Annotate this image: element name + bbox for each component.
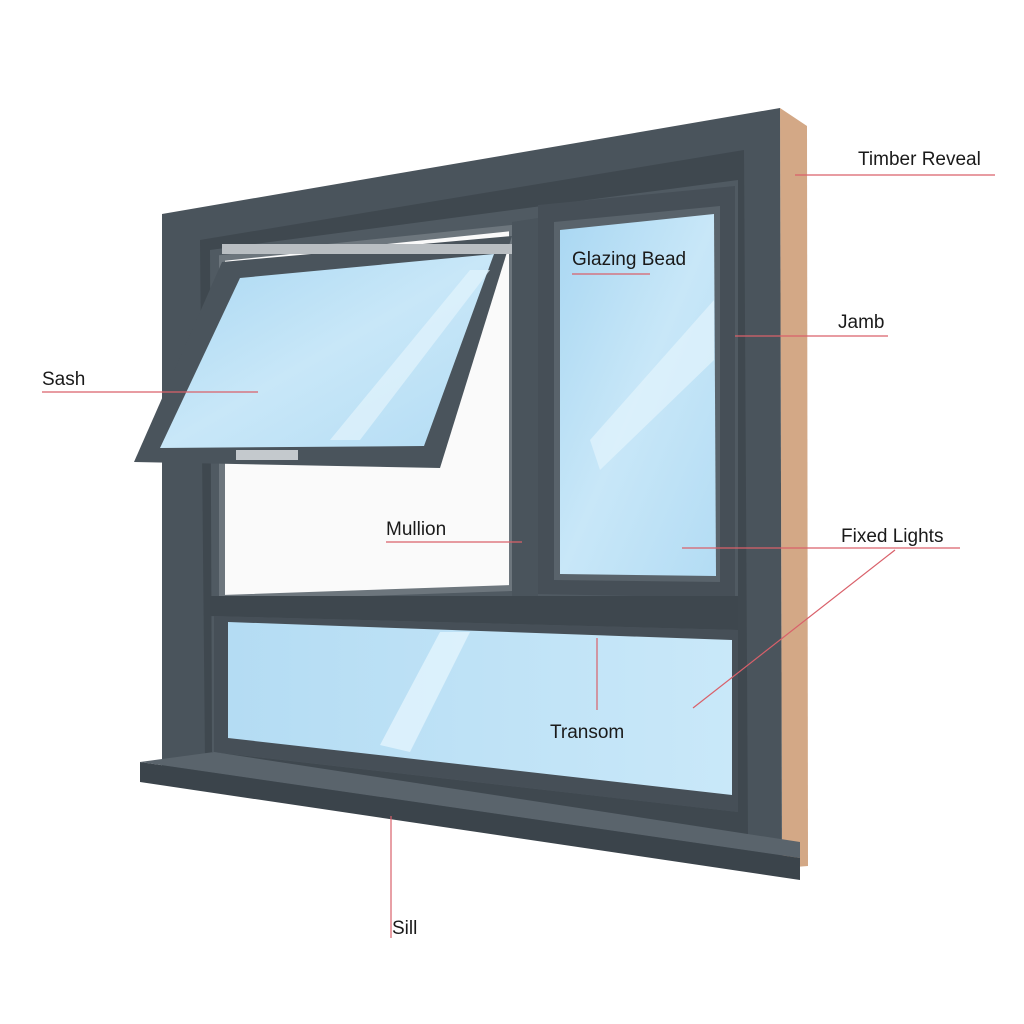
glass-reflection [590, 300, 714, 470]
timber-reveal [780, 108, 808, 868]
label-sash: Sash [42, 369, 86, 390]
glass-reflection [380, 632, 470, 752]
sash-hinge-rail [222, 244, 512, 254]
leader-fixed-lights-bottom [692, 549, 896, 709]
sill-front [140, 762, 800, 880]
mullion [512, 218, 538, 598]
label-transom: Transom [550, 722, 625, 743]
label-glazing-bead: Glazing Bead [572, 249, 687, 270]
fixed-light-glass-bottom [228, 622, 732, 795]
sash-glass-reflection [330, 270, 490, 440]
transom [210, 596, 738, 630]
label-timber-reveal: Timber Reveal [858, 149, 981, 170]
sill-top [140, 752, 800, 858]
label-fixed-lights: Fixed Lights [841, 526, 944, 547]
sash-handle [236, 450, 298, 460]
sash-glass [160, 254, 494, 448]
label-jamb: Jamb [838, 312, 885, 333]
label-mullion: Mullion [386, 519, 447, 540]
label-sill: Sill [392, 918, 418, 939]
